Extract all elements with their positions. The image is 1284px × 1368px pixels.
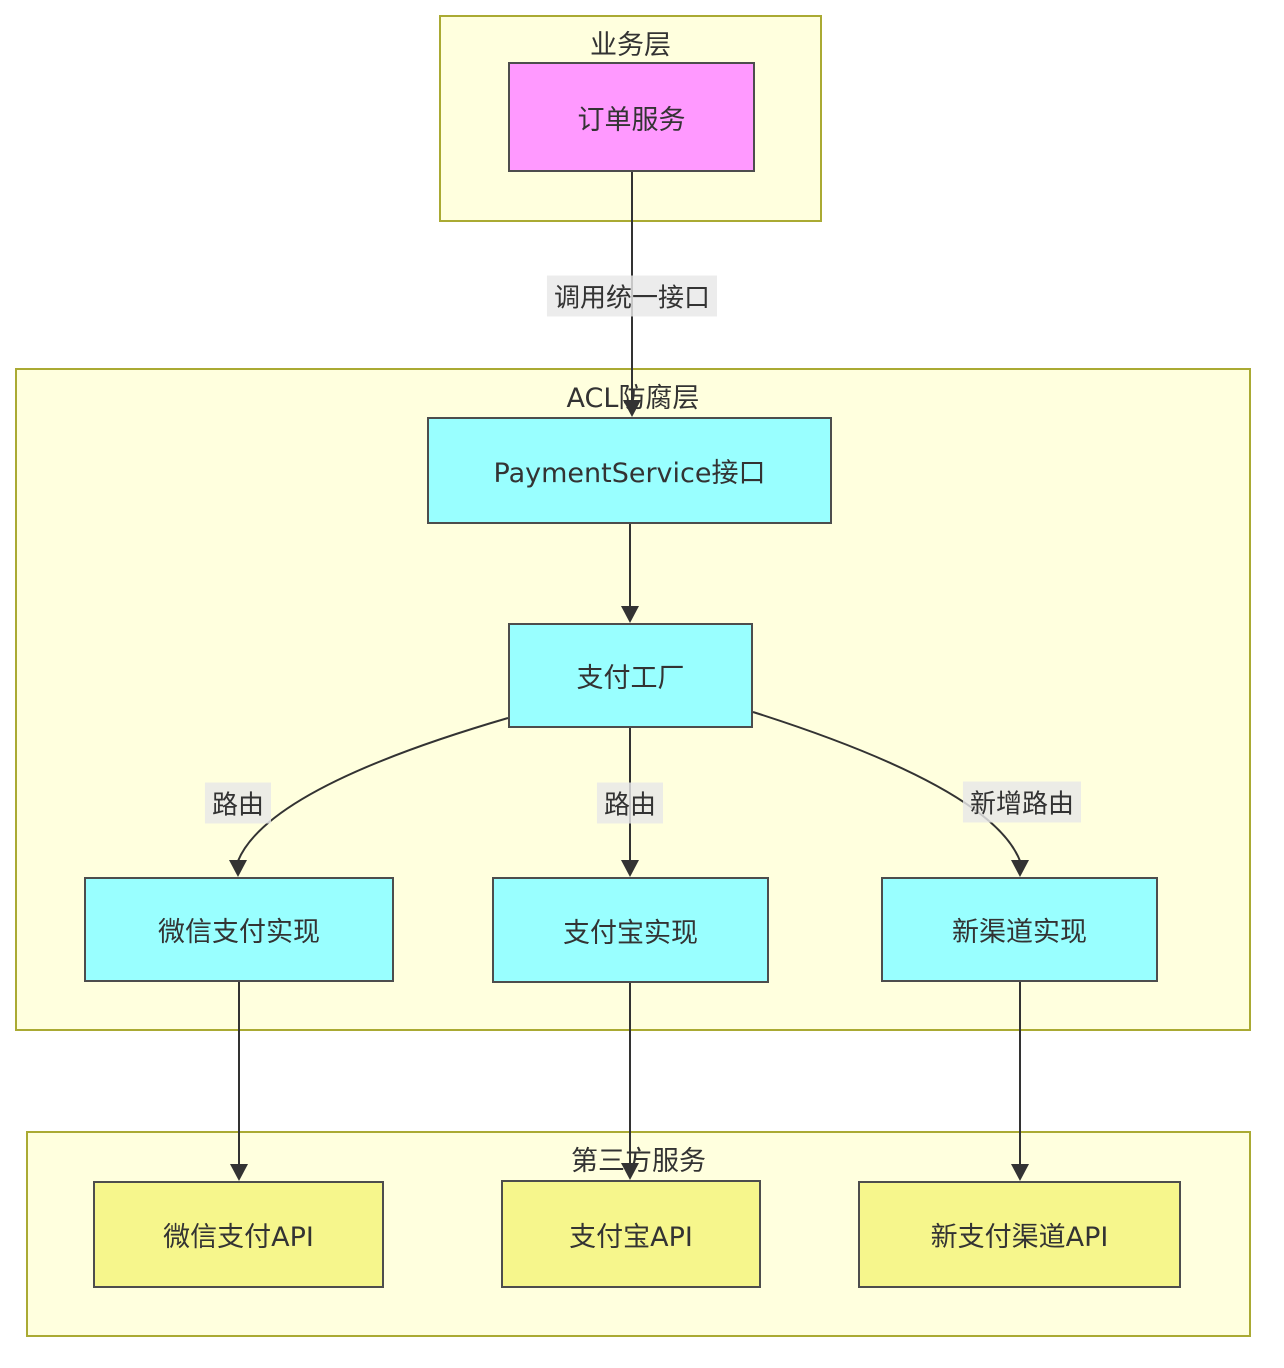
edge-label-route-wechat: 路由 <box>204 782 272 824</box>
business-layer-title: 业务层 <box>590 30 671 61</box>
third-party-layer-title: 第三方服务 <box>571 1146 706 1177</box>
edge-label-call-unified-interface: 调用统一接口 <box>546 275 718 317</box>
acl-layer-title: ACL防腐层 <box>566 383 700 414</box>
node-alipay-api: 支付宝API <box>501 1180 761 1288</box>
node-wechat-pay-api: 微信支付API <box>93 1181 384 1288</box>
node-order-service: 订单服务 <box>508 62 755 172</box>
node-wechat-pay-impl: 微信支付实现 <box>84 877 394 982</box>
node-new-payment-channel-api: 新支付渠道API <box>858 1181 1181 1288</box>
node-alipay-impl: 支付宝实现 <box>492 877 769 983</box>
node-payment-factory: 支付工厂 <box>508 623 753 728</box>
node-new-channel-impl: 新渠道实现 <box>881 877 1158 982</box>
node-payment-service-interface: PaymentService接口 <box>427 417 832 524</box>
edge-label-route-alipay: 路由 <box>596 782 664 824</box>
edge-label-route-new-channel: 新增路由 <box>962 781 1082 823</box>
